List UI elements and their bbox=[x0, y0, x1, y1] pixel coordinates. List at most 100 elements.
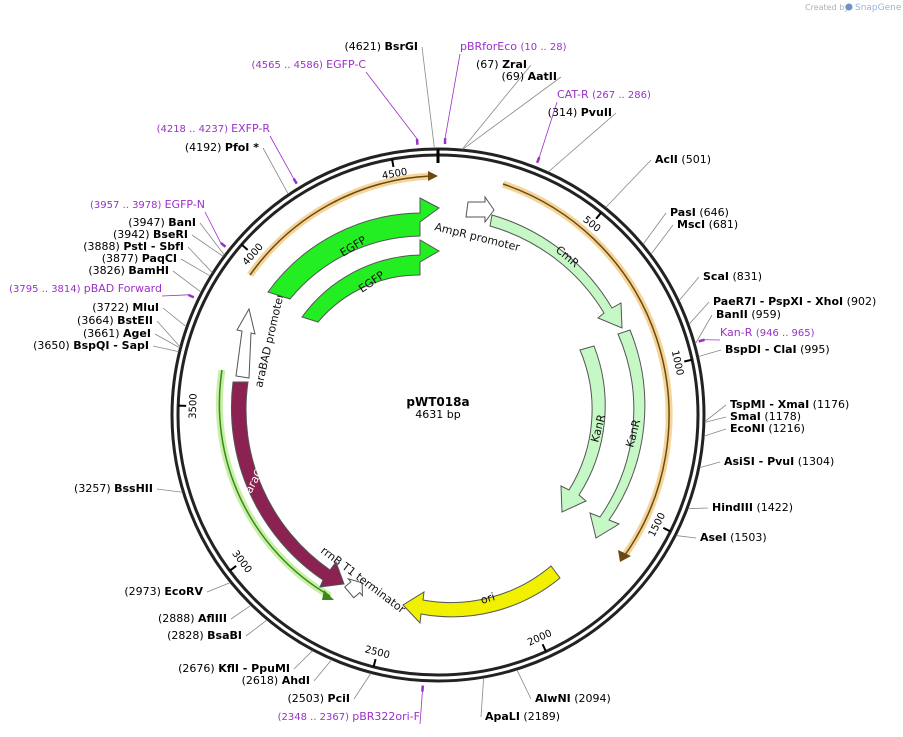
enzyme-label[interactable]: SmaI (1178) bbox=[730, 410, 801, 423]
enzyme-line bbox=[206, 582, 231, 593]
enzyme-name: BsaBI bbox=[207, 629, 242, 642]
enzyme-label[interactable]: AlwNI (2094) bbox=[535, 692, 611, 705]
enzyme-label[interactable]: (2503) PciI bbox=[287, 692, 350, 705]
enzyme-position: (69) bbox=[502, 70, 528, 83]
primer-range: (10 .. 28) bbox=[521, 42, 567, 53]
enzyme-label[interactable]: (4192) PfoI * bbox=[185, 141, 259, 154]
plasmid-size: 4631 bp bbox=[415, 408, 460, 421]
primer-label[interactable]: CAT-R (267 .. 286) bbox=[557, 88, 651, 101]
primer-range: (4565 .. 4586) bbox=[252, 60, 327, 71]
enzyme-label[interactable]: (3947) BanI bbox=[128, 216, 196, 229]
primer-label[interactable]: Kan-R (946 .. 965) bbox=[720, 326, 815, 339]
enzyme-name: AgeI bbox=[123, 327, 151, 340]
tick-label: 1000 bbox=[669, 349, 685, 376]
feature-rrnb-t1-terminator[interactable] bbox=[342, 574, 368, 601]
enzyme-label[interactable]: PaeR7I - PspXI - XhoI (902) bbox=[713, 295, 876, 308]
enzyme-label[interactable]: (3650) BspQI - SapI bbox=[33, 339, 149, 352]
enzyme-label[interactable]: (3722) MluI bbox=[92, 301, 159, 314]
primer-name: pBAD Forward bbox=[84, 282, 162, 295]
enzyme-position: (995) bbox=[797, 343, 830, 356]
enzyme-label[interactable]: (3888) PstI - SbfI bbox=[83, 240, 184, 253]
enzyme-label[interactable]: (3877) PaqCI bbox=[102, 252, 177, 265]
enzyme-name: BstEII bbox=[117, 314, 153, 327]
primer-mark bbox=[220, 242, 227, 248]
primer-label[interactable]: (3957 .. 3978) EGFP-N bbox=[90, 198, 205, 211]
primer-range: (3795 .. 3814) bbox=[9, 284, 84, 295]
enzyme-name: AsiSI - PvuI bbox=[724, 455, 794, 468]
enzyme-position: (2973) bbox=[124, 585, 164, 598]
primer-label[interactable]: (4218 .. 4237) EXFP-R bbox=[157, 122, 271, 135]
feature-arac[interactable] bbox=[230, 381, 345, 588]
enzyme-label[interactable]: (2973) EcoRV bbox=[124, 585, 203, 598]
enzyme-position: (1216) bbox=[765, 422, 805, 435]
primer-mark bbox=[292, 177, 298, 185]
primer-label[interactable]: pBRforEco (10 .. 28) bbox=[460, 40, 567, 53]
feature-kanr-inner[interactable] bbox=[560, 345, 606, 513]
enzyme-position: (3877) bbox=[102, 252, 142, 265]
enzyme-label[interactable]: AclI (501) bbox=[655, 153, 711, 166]
enzyme-name: MluI bbox=[132, 301, 159, 314]
enzyme-label[interactable]: EcoNI (1216) bbox=[730, 422, 805, 435]
feature-kanr-outer[interactable] bbox=[589, 329, 646, 539]
feature-ampr-promoter[interactable] bbox=[465, 195, 495, 224]
enzyme-label[interactable]: ScaI (831) bbox=[703, 270, 762, 283]
enzyme-label[interactable]: (3942) BseRI bbox=[113, 228, 188, 241]
primer-label[interactable]: (4565 .. 4586) EGFP-C bbox=[252, 58, 367, 71]
enzyme-position: (1422) bbox=[753, 501, 793, 514]
enzyme-label[interactable]: AsiSI - PvuI (1304) bbox=[724, 455, 834, 468]
enzyme-name: ZraI bbox=[502, 58, 527, 71]
feature-ori[interactable] bbox=[402, 565, 561, 625]
feature-arabad-promoter[interactable] bbox=[235, 307, 256, 379]
enzyme-label[interactable]: (2676) KflI - PpuMI bbox=[178, 662, 290, 675]
enzyme-position: (67) bbox=[476, 58, 502, 71]
primer-label[interactable]: (3795 .. 3814) pBAD Forward bbox=[9, 282, 162, 295]
enzyme-line bbox=[548, 112, 617, 173]
enzyme-name: PaqCI bbox=[142, 252, 177, 265]
primer-range: (2348 .. 2367) bbox=[278, 712, 353, 723]
enzyme-line bbox=[462, 76, 562, 150]
enzyme-line bbox=[704, 404, 727, 422]
enzyme-label[interactable]: (314) PvuII bbox=[548, 106, 612, 119]
feature-cmr[interactable] bbox=[489, 214, 623, 329]
enzyme-label[interactable]: ApaLI (2189) bbox=[485, 710, 560, 723]
enzyme-label[interactable]: (2828) BsaBI bbox=[167, 629, 242, 642]
enzyme-label[interactable]: TspMI - XmaI (1176) bbox=[730, 398, 849, 411]
enzyme-label[interactable]: (4621) BsrGI bbox=[344, 40, 418, 53]
primer-line bbox=[269, 135, 295, 179]
enzyme-label[interactable]: (3257) BssHII bbox=[74, 482, 153, 495]
primer-layer: pBRforEco (10 .. 28) (4565 .. 4586) EGFP-… bbox=[9, 40, 815, 725]
enzyme-position: (3257) bbox=[74, 482, 114, 495]
feature-egfp-outer[interactable] bbox=[267, 197, 440, 300]
enzyme-label[interactable]: (69) AatII bbox=[502, 70, 557, 83]
enzyme-line bbox=[162, 307, 187, 327]
enzyme-name: AseI bbox=[700, 531, 727, 544]
enzyme-position: (2888) bbox=[158, 612, 198, 625]
svg-text:Created by: Created by bbox=[805, 3, 849, 12]
enzyme-label[interactable]: (2618) AhdI bbox=[242, 674, 310, 687]
feature-egfp-inner[interactable] bbox=[301, 239, 440, 323]
enzyme-line bbox=[187, 246, 213, 273]
primer-label[interactable]: (2348 .. 2367) pBR322ori-F bbox=[278, 710, 420, 723]
enzyme-line bbox=[642, 212, 667, 245]
enzyme-name: ApaLI bbox=[485, 710, 520, 723]
enzyme-name: PvuII bbox=[581, 106, 612, 119]
enzyme-label[interactable]: (2888) AflIII bbox=[158, 612, 227, 625]
enzyme-label[interactable]: (3661) AgeI bbox=[83, 327, 151, 340]
enzyme-position: (2618) bbox=[242, 674, 282, 687]
enzyme-label[interactable]: MscI (681) bbox=[677, 218, 738, 231]
enzyme-position: (959) bbox=[748, 308, 781, 321]
enzyme-label[interactable]: HindIII (1422) bbox=[712, 501, 793, 514]
enzyme-line bbox=[461, 64, 532, 150]
enzyme-label[interactable]: PasI (646) bbox=[670, 206, 729, 219]
enzyme-label[interactable]: (67) ZraI bbox=[476, 58, 527, 71]
enzyme-label[interactable]: (3664) BstEII bbox=[77, 314, 153, 327]
enzyme-label[interactable]: BspDI - ClaI (995) bbox=[725, 343, 830, 356]
enzyme-label[interactable]: (3826) BamHI bbox=[88, 264, 169, 277]
tick-label: 2000 bbox=[526, 628, 554, 649]
enzyme-label[interactable]: BanII (959) bbox=[716, 308, 781, 321]
enzyme-line bbox=[353, 673, 372, 700]
enzyme-line bbox=[650, 224, 674, 255]
enzyme-name: BsrGI bbox=[385, 40, 418, 53]
enzyme-label[interactable]: AseI (1503) bbox=[700, 531, 767, 544]
